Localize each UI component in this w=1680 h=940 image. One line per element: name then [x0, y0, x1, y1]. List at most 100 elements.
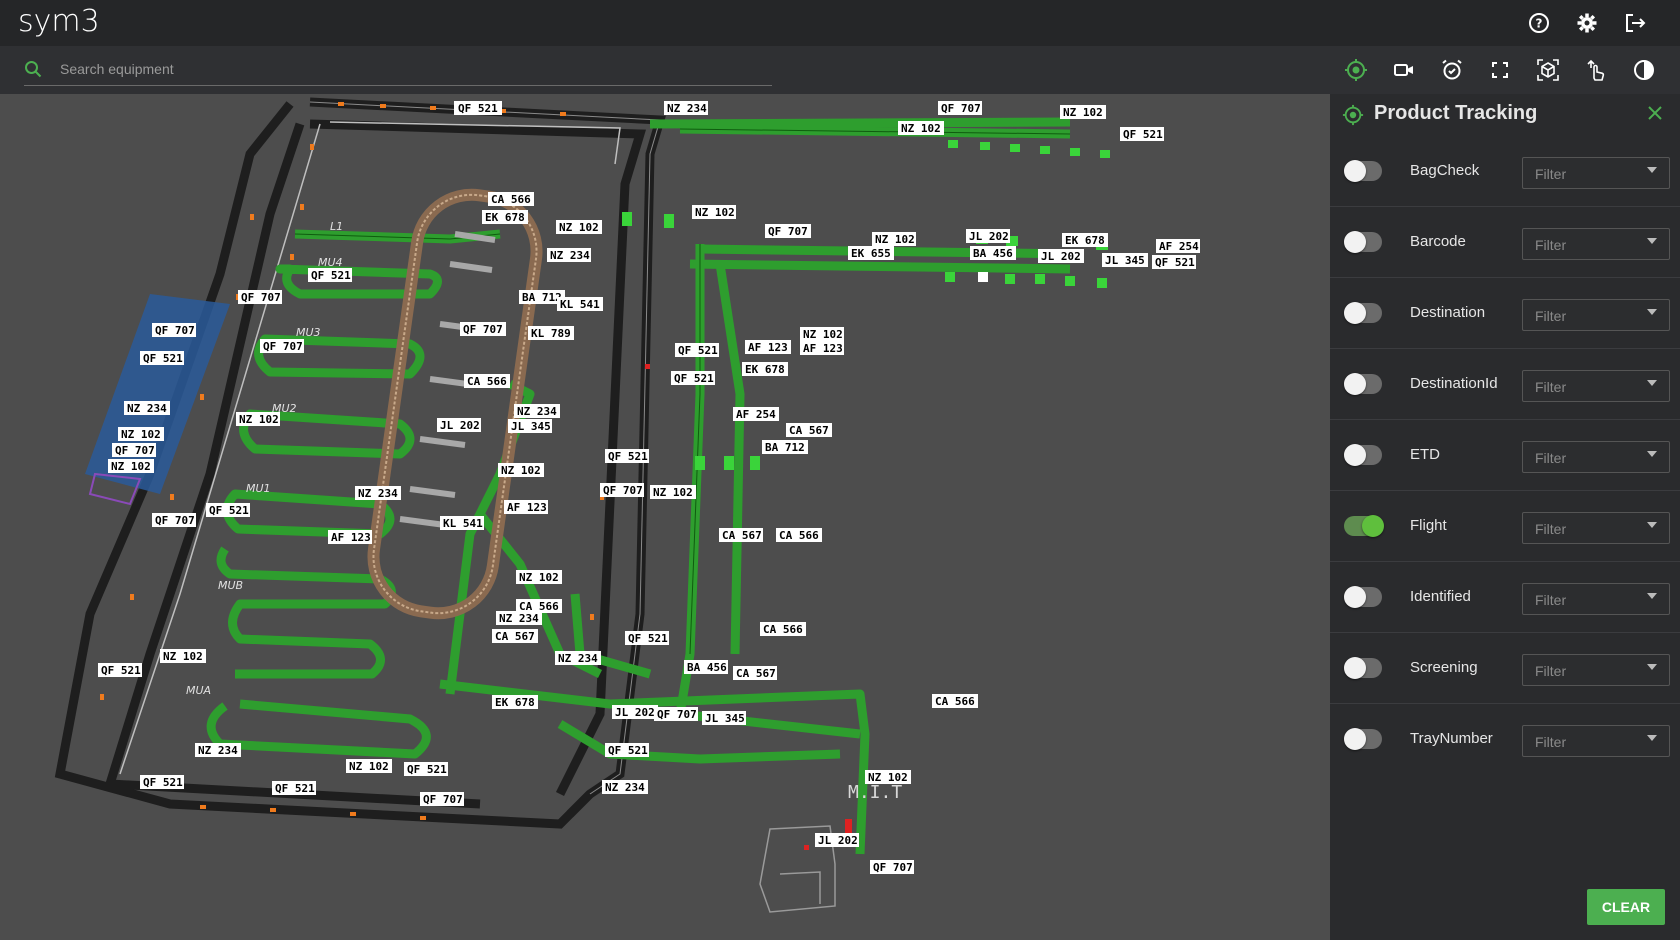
touch-select-icon[interactable] — [1582, 56, 1610, 84]
barcode-toggle[interactable] — [1344, 231, 1382, 253]
flight-toggle[interactable] — [1344, 515, 1384, 537]
conveyor-layout-diagram[interactable]: L1 MU4 MU3 MU2 MU1 MUB MUA M.I.T QF 521 … — [0, 94, 1330, 940]
flight-tag[interactable]: CA 567 — [492, 629, 538, 643]
flight-tag[interactable]: NZ 102 — [556, 220, 602, 234]
settings-gear-icon[interactable] — [1574, 10, 1600, 36]
flight-tag[interactable]: KL 789 — [528, 326, 574, 340]
flight-tag[interactable]: CA 567 — [733, 666, 777, 680]
flight-tag[interactable]: AF 123 — [504, 500, 548, 514]
etd-filter-select[interactable]: Filter — [1522, 441, 1670, 473]
flight-tag[interactable]: JL 345 — [1102, 253, 1148, 267]
flight-tag[interactable]: KL 541 — [440, 516, 484, 530]
bagcheck-toggle[interactable] — [1344, 160, 1382, 182]
flight-tag[interactable]: NZ 102 — [800, 327, 844, 341]
flight-tag[interactable]: QF 707 — [765, 224, 811, 238]
flight-tag[interactable]: QF 707 — [152, 323, 196, 337]
flight-tag[interactable]: NZ 102 — [650, 485, 696, 499]
search-input[interactable] — [60, 60, 740, 77]
flight-tag[interactable]: QF 707 — [870, 860, 914, 874]
flight-tag[interactable]: QF 521 — [140, 351, 184, 365]
flight-tag[interactable]: QF 521 — [1120, 127, 1164, 141]
flight-tag[interactable]: JL 345 — [702, 711, 746, 725]
flight-tag[interactable]: BA 712 — [762, 440, 808, 454]
alarm-clock-icon[interactable] — [1438, 56, 1466, 84]
flight-tag[interactable]: BA 456 — [970, 246, 1016, 260]
flight-tag[interactable]: EK 678 — [1062, 233, 1108, 247]
flight-tag[interactable]: QF 521 — [140, 775, 184, 789]
fullscreen-icon[interactable] — [1486, 56, 1514, 84]
flight-tag[interactable]: QF 521 — [1152, 255, 1196, 269]
flight-tag[interactable]: NZ 102 — [118, 427, 164, 441]
logout-icon[interactable] — [1622, 10, 1648, 36]
flight-tag[interactable]: NZ 234 — [355, 486, 401, 500]
flight-tag[interactable]: NZ 102 — [692, 205, 736, 219]
flight-tag[interactable]: QF 707 — [654, 707, 698, 721]
flight-tag[interactable]: QF 707 — [420, 792, 464, 806]
flight-tag[interactable]: NZ 102 — [236, 412, 280, 426]
flight-tag[interactable]: NZ 234 — [124, 401, 170, 415]
identified-toggle[interactable] — [1344, 586, 1382, 608]
flight-tag[interactable]: NZ 102 — [160, 649, 206, 663]
flight-tag[interactable]: CA 567 — [719, 528, 763, 542]
traynumber-toggle[interactable] — [1344, 728, 1382, 750]
flight-tag[interactable]: EK 678 — [742, 362, 788, 376]
flight-tag[interactable]: QF 521 — [206, 503, 250, 517]
3d-view-icon[interactable] — [1534, 56, 1562, 84]
flight-tag[interactable]: AF 254 — [1156, 239, 1200, 253]
flight-tag[interactable]: BA 456 — [684, 660, 728, 674]
flight-tag[interactable]: QF 521 — [308, 268, 352, 282]
flight-tag[interactable]: NZ 234 — [602, 780, 648, 794]
identified-filter-select[interactable]: Filter — [1522, 583, 1670, 615]
screening-toggle[interactable] — [1344, 657, 1382, 679]
flight-tag[interactable]: AF 123 — [745, 340, 791, 354]
flight-tag[interactable]: JL 202 — [612, 705, 658, 719]
flight-tag[interactable]: NZ 102 — [498, 463, 544, 477]
flight-tag[interactable]: QF 521 — [272, 781, 316, 795]
flight-tag[interactable]: QF 707 — [460, 322, 506, 336]
flight-tag[interactable]: EK 678 — [482, 210, 528, 224]
flight-tag[interactable]: JL 202 — [437, 418, 481, 432]
flight-tag[interactable]: QF 707 — [938, 101, 982, 115]
close-icon[interactable] — [1644, 102, 1666, 124]
screening-filter-select[interactable]: Filter — [1522, 654, 1670, 686]
flight-tag[interactable]: AF 123 — [800, 341, 844, 355]
flight-tag[interactable]: EK 678 — [492, 695, 538, 709]
flight-tag[interactable]: AF 123 — [328, 530, 372, 544]
flight-tag[interactable]: JL 202 — [966, 229, 1010, 243]
destinationid-filter-select[interactable]: Filter — [1522, 370, 1670, 402]
flight-tag[interactable]: CA 566 — [464, 374, 510, 388]
flight-tag[interactable]: QF 707 — [260, 339, 304, 353]
flight-tag[interactable]: NZ 234 — [195, 743, 241, 757]
flight-tag[interactable]: CA 566 — [760, 622, 806, 636]
flight-tag[interactable]: EK 655 — [848, 246, 894, 260]
flight-tag[interactable]: JL 202 — [815, 833, 859, 847]
flight-tag[interactable]: JL 345 — [508, 419, 552, 433]
flight-tag[interactable]: CA 567 — [786, 423, 832, 437]
flight-tag[interactable]: CA 566 — [776, 528, 822, 542]
etd-toggle[interactable] — [1344, 444, 1382, 466]
flight-tag[interactable]: NZ 102 — [516, 570, 562, 584]
flight-tag[interactable]: NZ 102 — [108, 459, 154, 473]
flight-tag[interactable]: QF 707 — [600, 483, 644, 497]
flight-tag[interactable]: CA 566 — [516, 599, 562, 613]
destination-filter-select[interactable]: Filter — [1522, 299, 1670, 331]
flight-tag[interactable]: QF 707 — [238, 290, 282, 304]
flight-tag[interactable]: KL 541 — [557, 297, 603, 311]
flight-tag[interactable]: NZ 234 — [664, 101, 708, 115]
flight-filter-select[interactable]: Filter — [1522, 512, 1670, 544]
flight-tag[interactable]: NZ 102 — [898, 121, 944, 135]
equipment-map-view[interactable]: L1 MU4 MU3 MU2 MU1 MUB MUA M.I.T QF 521 … — [0, 94, 1330, 940]
flight-tag[interactable]: NZ 234 — [547, 248, 591, 262]
flight-tag[interactable]: CA 566 — [932, 694, 978, 708]
destinationid-toggle[interactable] — [1344, 373, 1382, 395]
flight-tag[interactable]: NZ 102 — [1060, 105, 1106, 119]
barcode-filter-select[interactable]: Filter — [1522, 228, 1670, 260]
flight-tag[interactable]: QF 521 — [605, 743, 649, 757]
flight-tag[interactable]: QF 521 — [98, 663, 142, 677]
bagcheck-filter-select[interactable]: Filter — [1522, 157, 1670, 189]
clear-button[interactable]: CLEAR — [1587, 889, 1665, 925]
flight-tag[interactable]: AF 254 — [733, 407, 779, 421]
camera-icon[interactable] — [1390, 56, 1418, 84]
traynumber-filter-select[interactable]: Filter — [1522, 725, 1670, 757]
flight-tag[interactable]: CA 566 — [488, 192, 534, 206]
